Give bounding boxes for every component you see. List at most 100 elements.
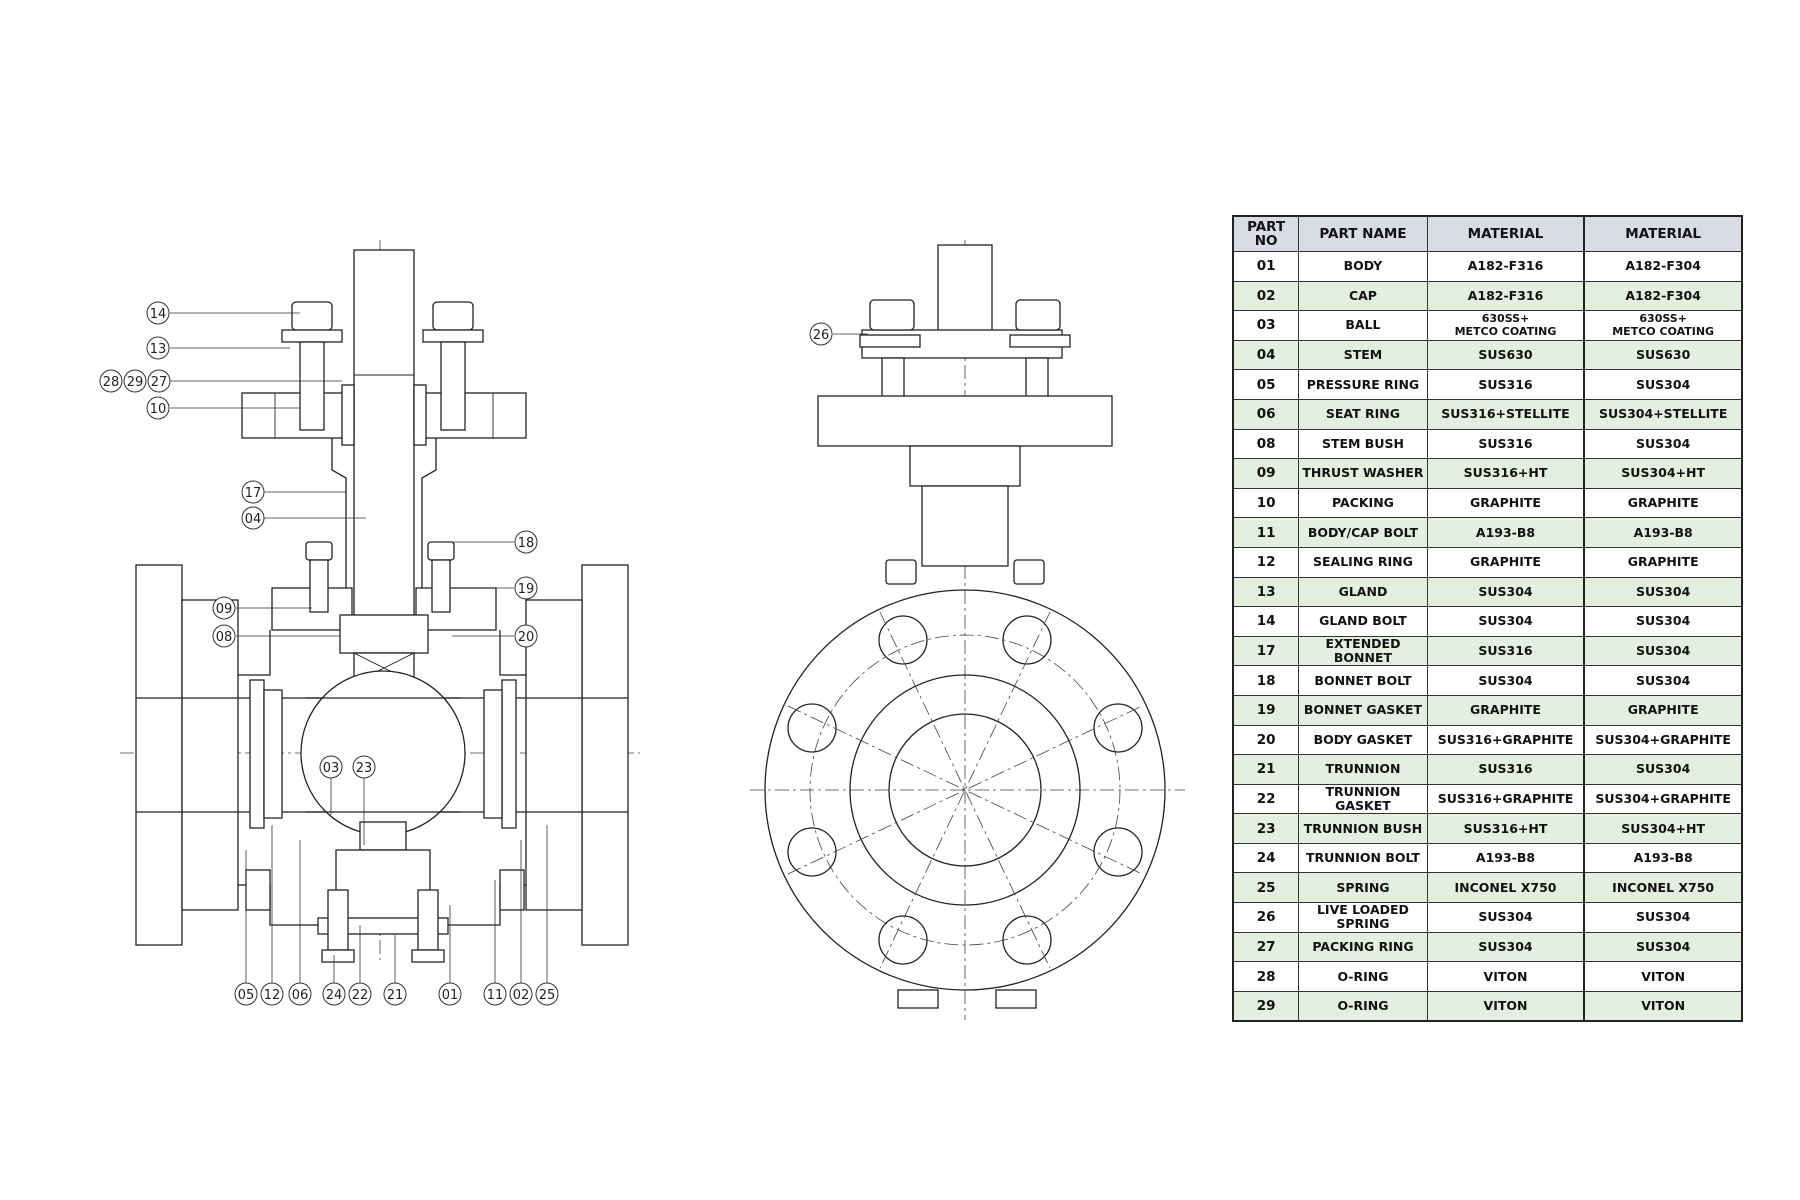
material-cell: SUS304+HT <box>1583 813 1743 844</box>
material-cell: A193-B8 <box>1426 842 1585 874</box>
material-cell: SUS304 <box>1583 931 1743 963</box>
callout-21: 21 <box>383 935 407 1006</box>
callout-26: 26 <box>809 322 868 346</box>
material-cell: SUS316+STELLITE <box>1426 398 1585 430</box>
material-cell: A193-B8 <box>1583 842 1743 874</box>
material-cell: 630SS+METCO COATING <box>1583 310 1743 341</box>
material-cell: SUS304 <box>1583 635 1743 667</box>
part-name-cell: EXTENDED BONNET <box>1298 635 1428 667</box>
material-cell: SUS304+GRAPHITE <box>1583 783 1743 815</box>
part-name-cell: LIVE LOADED SPRING <box>1298 902 1428 933</box>
callout-19: 19 <box>450 576 538 600</box>
material-cell: SUS316+HT <box>1426 813 1585 844</box>
callout-08: 08 <box>212 624 340 648</box>
part-name-cell: O-RING <box>1298 990 1428 1022</box>
callout-18: 18 <box>432 530 538 554</box>
part-no-cell: 03 <box>1232 310 1300 341</box>
callout-02: 02 <box>509 840 533 1006</box>
part-no-cell: 09 <box>1232 458 1300 489</box>
svg-text:08: 08 <box>216 630 233 645</box>
callout-22: 22 <box>348 925 372 1006</box>
callout-06: 06 <box>288 840 312 1006</box>
part-no-cell: 17 <box>1232 635 1300 667</box>
part-no-cell: 29 <box>1232 990 1300 1022</box>
part-no-cell: 12 <box>1232 546 1300 578</box>
part-name-cell: PRESSURE RING <box>1298 369 1428 400</box>
part-no-cell: 06 <box>1232 398 1300 430</box>
material-cell: VITON <box>1426 961 1585 992</box>
svg-text:24: 24 <box>326 988 343 1003</box>
part-name-cell: TRUNNION BUSH <box>1298 813 1428 844</box>
part-name-cell: O-RING <box>1298 961 1428 992</box>
callout-13: 13 <box>146 336 290 360</box>
part-name-cell: GLAND <box>1298 576 1428 608</box>
callout-03: 03 <box>319 755 343 815</box>
part-name-cell: BODY GASKET <box>1298 724 1428 756</box>
part-name-cell: THRUST WASHER <box>1298 458 1428 489</box>
callout-25: 25 <box>535 825 559 1006</box>
section-view <box>120 240 640 963</box>
material-cell: GRAPHITE <box>1426 694 1585 726</box>
material-cell: SUS316 <box>1426 635 1585 667</box>
part-no-cell: 21 <box>1232 754 1300 785</box>
material-cell: GRAPHITE <box>1583 487 1743 519</box>
part-no-cell: 18 <box>1232 665 1300 696</box>
part-name-cell: CAP <box>1298 280 1428 312</box>
material-cell: VITON <box>1583 961 1743 992</box>
part-no-cell: 27 <box>1232 931 1300 963</box>
table-header-row: PART NO PART NAME MATERIAL MATERIAL <box>1232 215 1743 252</box>
part-no-cell: 25 <box>1232 872 1300 904</box>
material-cell: A182-F304 <box>1583 280 1743 312</box>
material-cell: SUS304 <box>1583 428 1743 460</box>
part-name-cell: SEAT RING <box>1298 398 1428 430</box>
part-name-cell: SEALING RING <box>1298 546 1428 578</box>
material-cell: SUS630 <box>1583 339 1743 371</box>
part-no-cell: 14 <box>1232 606 1300 637</box>
svg-text:29: 29 <box>127 375 144 390</box>
header-material-1: MATERIAL <box>1426 215 1585 252</box>
svg-text:21: 21 <box>387 988 404 1003</box>
part-name-cell: STEM <box>1298 339 1428 371</box>
svg-text:09: 09 <box>216 602 233 617</box>
part-no-cell: 10 <box>1232 487 1300 519</box>
material-cell: SUS304+GRAPHITE <box>1583 724 1743 756</box>
material-cell: VITON <box>1583 990 1743 1022</box>
material-cell: GRAPHITE <box>1426 487 1585 519</box>
material-cell: SUS304 <box>1426 576 1585 608</box>
material-cell: A182-F304 <box>1583 251 1743 282</box>
part-no-cell: 20 <box>1232 724 1300 756</box>
svg-text:05: 05 <box>238 988 255 1003</box>
svg-text:02: 02 <box>513 988 530 1003</box>
part-no-cell: 08 <box>1232 428 1300 460</box>
material-cell: SUS304 <box>1583 754 1743 785</box>
svg-text:12: 12 <box>264 988 281 1003</box>
section-callouts: 14 13 28 29 27 10 17 04 18 09 19 08 20 0… <box>99 301 559 1006</box>
part-no-cell: 01 <box>1232 251 1300 282</box>
material-cell: SUS304 <box>1426 606 1585 637</box>
part-name-cell: TRUNNION GASKET <box>1298 783 1428 815</box>
callout-24: 24 <box>322 955 346 1006</box>
material-cell: SUS304 <box>1426 665 1585 696</box>
material-cell: SUS316+GRAPHITE <box>1426 724 1585 756</box>
header-part-name: PART NAME <box>1298 215 1428 252</box>
callout-01: 01 <box>438 905 462 1006</box>
callout-20: 20 <box>452 624 538 648</box>
part-name-cell: SPRING <box>1298 872 1428 904</box>
part-name-cell: PACKING RING <box>1298 931 1428 963</box>
part-name-cell: BALL <box>1298 310 1428 341</box>
part-name-cell: PACKING <box>1298 487 1428 519</box>
